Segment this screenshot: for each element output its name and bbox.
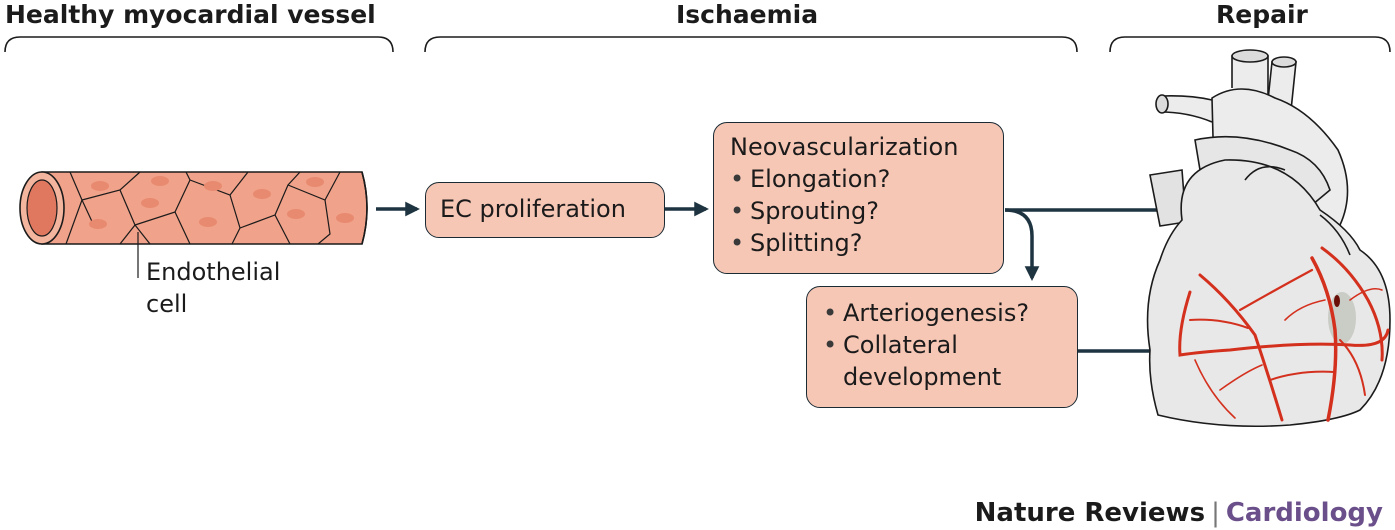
credit-separator: |	[1211, 498, 1220, 528]
bracket-ischaemia	[424, 36, 1078, 53]
journal-name: Nature Reviews	[974, 498, 1206, 528]
ec-proliferation-label: EC proliferation	[440, 195, 626, 223]
ec-proliferation-box: EC proliferation	[425, 182, 665, 238]
bracket-repair	[1109, 36, 1391, 53]
endothelial-label-line2: cell	[146, 290, 188, 318]
header-healthy-vessel: Healthy myocardial vessel	[5, 0, 376, 29]
journal-section: Cardiology	[1225, 498, 1383, 528]
endothelial-label-line1: Endothelial	[146, 258, 281, 286]
header-ischaemia: Ischaemia	[676, 0, 819, 29]
neovascularization-list: Elongation? Sprouting? Splitting?	[730, 163, 1003, 259]
arteriogenesis-continuation: development	[843, 363, 1002, 391]
endothelial-cell-label: Endothelial cell	[146, 256, 280, 320]
coronary-vessels	[1178, 246, 1390, 422]
header-repair: Repair	[1216, 0, 1308, 29]
blockage-dot	[1334, 295, 1340, 307]
neovascularization-title: Neovascularization	[730, 133, 959, 161]
list-item: Sprouting?	[730, 195, 1003, 227]
arteriogenesis-box: Arteriogenesis? Collateral development	[806, 286, 1078, 408]
journal-credit: Nature Reviews|Cardiology	[975, 498, 1383, 528]
heart-illustration	[1146, 49, 1391, 428]
arteriogenesis-list: Arteriogenesis? Collateral	[823, 297, 1077, 361]
list-item: Elongation?	[730, 163, 1003, 195]
arrow-neo-to-arterio	[1004, 208, 1040, 281]
list-item: Arteriogenesis?	[823, 297, 1077, 329]
list-item: Splitting?	[730, 227, 1003, 259]
neovascularization-box: Neovascularization Elongation? Sprouting…	[713, 122, 1004, 274]
list-item: Collateral	[823, 329, 1077, 361]
bracket-healthy	[4, 36, 394, 53]
blood-vessel-illustration	[19, 171, 368, 278]
